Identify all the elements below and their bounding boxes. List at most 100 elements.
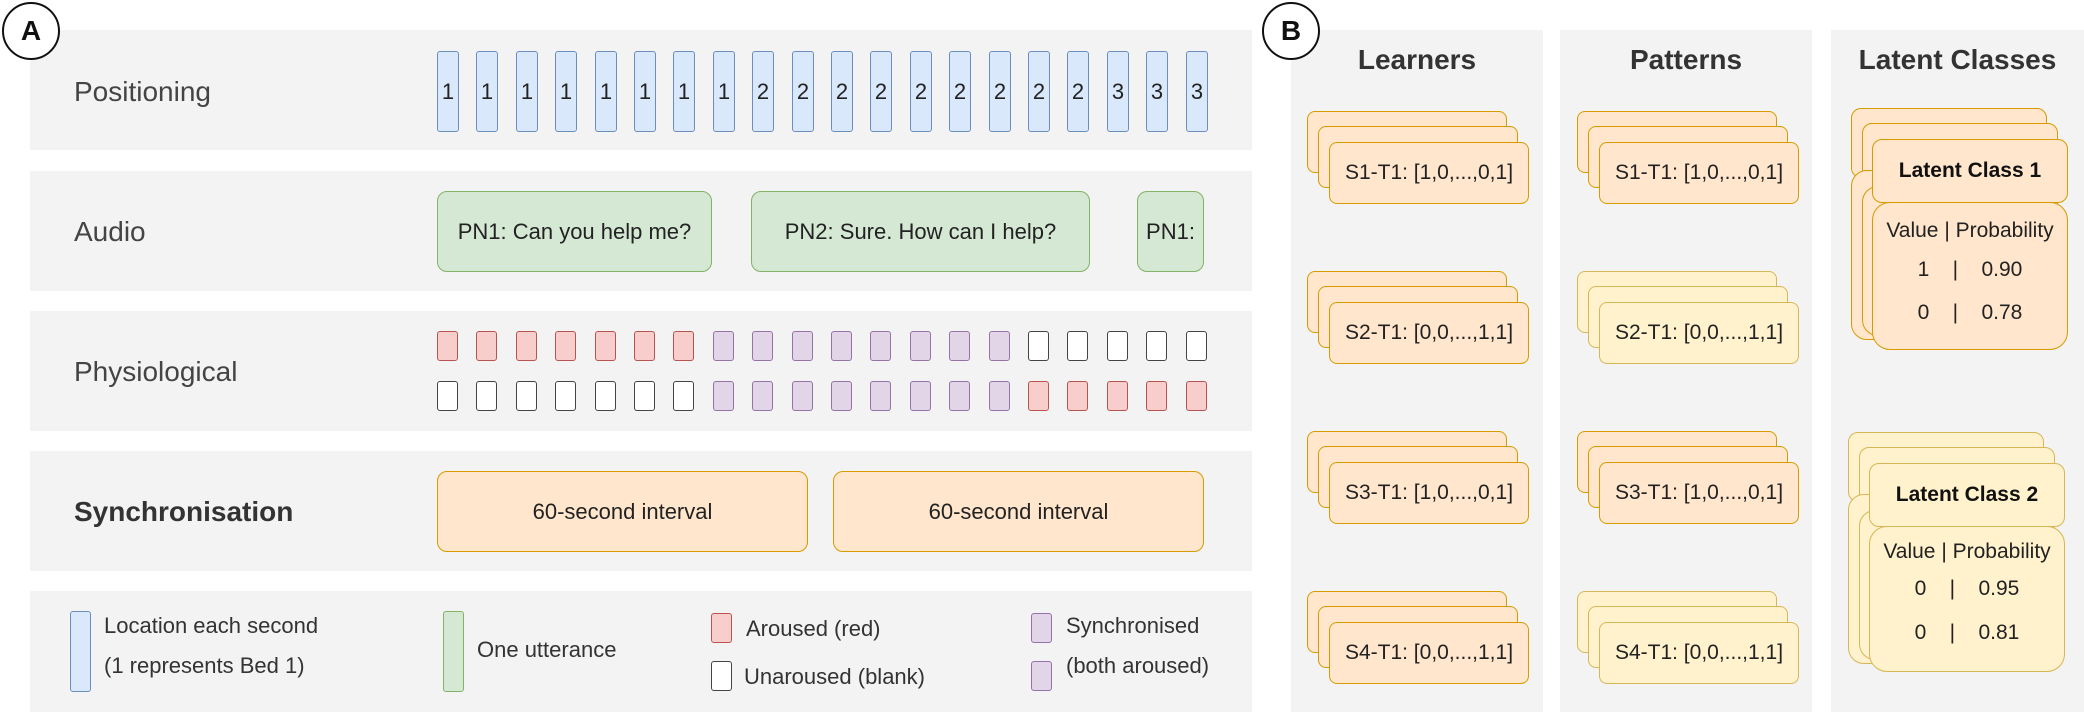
latent-class-row: 0 | 0.81: [1914, 621, 2020, 644]
audio-label: Audio: [74, 216, 146, 247]
synchronised-square: [831, 331, 852, 361]
unaroused-square: [1028, 331, 1049, 361]
latent-class-title: Latent Class 2: [1869, 463, 2065, 527]
aroused-square: [555, 331, 576, 361]
synchronised-square: [713, 381, 734, 411]
aroused-square: [1186, 381, 1207, 411]
position-cell: 2: [792, 51, 814, 132]
panel-b-label: B: [1262, 2, 1320, 60]
latent-class-row: 0 | 0.78: [1917, 301, 2023, 324]
legend-unaroused-text: Unaroused (blank): [744, 664, 925, 689]
position-cell: 3: [1186, 51, 1208, 132]
synchronised-square: [910, 381, 931, 411]
latent-class-body: [1869, 526, 2065, 672]
position-cell: 1: [713, 51, 735, 132]
legend-sync-swatch: [1031, 613, 1052, 643]
synchronised-square: [792, 381, 813, 411]
position-cell: 1: [673, 51, 695, 132]
aroused-square: [1107, 381, 1128, 411]
synchronised-square: [831, 381, 852, 411]
position-cell: 2: [831, 51, 853, 132]
position-cell: 1: [555, 51, 577, 132]
synchronised-square: [989, 381, 1010, 411]
position-cell: 1: [437, 51, 459, 132]
legend-aroused-text: Aroused (red): [746, 616, 881, 641]
legend-location-line1: Location each second: [104, 613, 319, 638]
learner-card: S1-T1: [1,0,...,0,1]: [1329, 142, 1529, 204]
positioning-label: Positioning: [74, 76, 211, 107]
patterns-header: Patterns: [1629, 44, 1743, 75]
unaroused-square: [1186, 331, 1207, 361]
learner-card: S4-T1: [0,0,...,1,1]: [1329, 622, 1529, 684]
unaroused-square: [1067, 331, 1088, 361]
synchronised-square: [949, 381, 970, 411]
legend-sync-line2: (both aroused): [1066, 653, 1210, 678]
unaroused-square: [595, 381, 616, 411]
utterance-box: PN1:: [1137, 191, 1204, 272]
aroused-square: [595, 331, 616, 361]
unaroused-square: [673, 381, 694, 411]
pattern-card: S2-T1: [0,0,...,1,1]: [1599, 302, 1799, 364]
latent-class-header: Value | Probability: [1886, 219, 2054, 242]
unaroused-square: [516, 381, 537, 411]
position-cell: 2: [752, 51, 774, 132]
learner-card: S3-T1: [1,0,...,0,1]: [1329, 462, 1529, 524]
unaroused-square: [1146, 331, 1167, 361]
aroused-square: [1067, 381, 1088, 411]
legend-bg: [30, 591, 1252, 712]
latent-class-title: Latent Class 1: [1872, 139, 2068, 203]
position-cell: 2: [989, 51, 1011, 132]
aroused-square: [476, 331, 497, 361]
latent-classes-header: Latent Classes: [1858, 44, 2057, 75]
position-cell: 1: [595, 51, 617, 132]
position-cell: 3: [1146, 51, 1168, 132]
legend-location-swatch: [70, 611, 91, 692]
interval-box: 60-second interval: [833, 471, 1204, 552]
position-cell: 2: [1067, 51, 1089, 132]
latent-class-row: 1 | 0.90: [1917, 258, 2023, 281]
synchronised-square: [989, 331, 1010, 361]
synchronised-square: [752, 381, 773, 411]
physiological-label: Physiological: [74, 356, 238, 387]
legend-unaroused-swatch: [711, 661, 732, 691]
synchronised-square: [752, 331, 773, 361]
aroused-square: [437, 331, 458, 361]
aroused-square: [1146, 381, 1167, 411]
pattern-card: S4-T1: [0,0,...,1,1]: [1599, 622, 1799, 684]
legend-utterance-text: One utterance: [477, 637, 617, 662]
latent-class-row: 0 | 0.95: [1914, 577, 2020, 600]
position-cell: 1: [516, 51, 538, 132]
position-cell: 2: [1028, 51, 1050, 132]
position-cell: 2: [949, 51, 971, 132]
pattern-card: S1-T1: [1,0,...,0,1]: [1599, 142, 1799, 204]
synchronised-square: [792, 331, 813, 361]
position-cell: 1: [634, 51, 656, 132]
latent-class-body: [1872, 202, 2068, 350]
synchronisation-label: Synchronisation: [74, 496, 294, 527]
synchronised-square: [949, 331, 970, 361]
synchronised-square: [713, 331, 734, 361]
unaroused-square: [1107, 331, 1128, 361]
aroused-square: [516, 331, 537, 361]
position-cell: 2: [870, 51, 892, 132]
latent-class-header: Value | Probability: [1883, 540, 2051, 563]
legend-sync-line1: Synchronised: [1066, 613, 1200, 638]
learners-header: Learners: [1357, 44, 1477, 75]
legend-utterance-swatch: [443, 611, 464, 692]
position-cell: 3: [1107, 51, 1129, 132]
unaroused-square: [437, 381, 458, 411]
interval-box: 60-second interval: [437, 471, 808, 552]
panel-a-label: A: [2, 2, 60, 60]
position-cell: 2: [910, 51, 932, 132]
synchronised-square: [910, 331, 931, 361]
unaroused-square: [476, 381, 497, 411]
unaroused-square: [555, 381, 576, 411]
utterance-box: PN2: Sure. How can I help?: [751, 191, 1090, 272]
utterance-box: PN1: Can you help me?: [437, 191, 712, 272]
learner-card: S2-T1: [0,0,...,1,1]: [1329, 302, 1529, 364]
legend-sync-swatch: [1031, 661, 1052, 691]
synchronised-square: [870, 381, 891, 411]
aroused-square: [1028, 381, 1049, 411]
aroused-square: [634, 331, 655, 361]
position-cell: 1: [476, 51, 498, 132]
